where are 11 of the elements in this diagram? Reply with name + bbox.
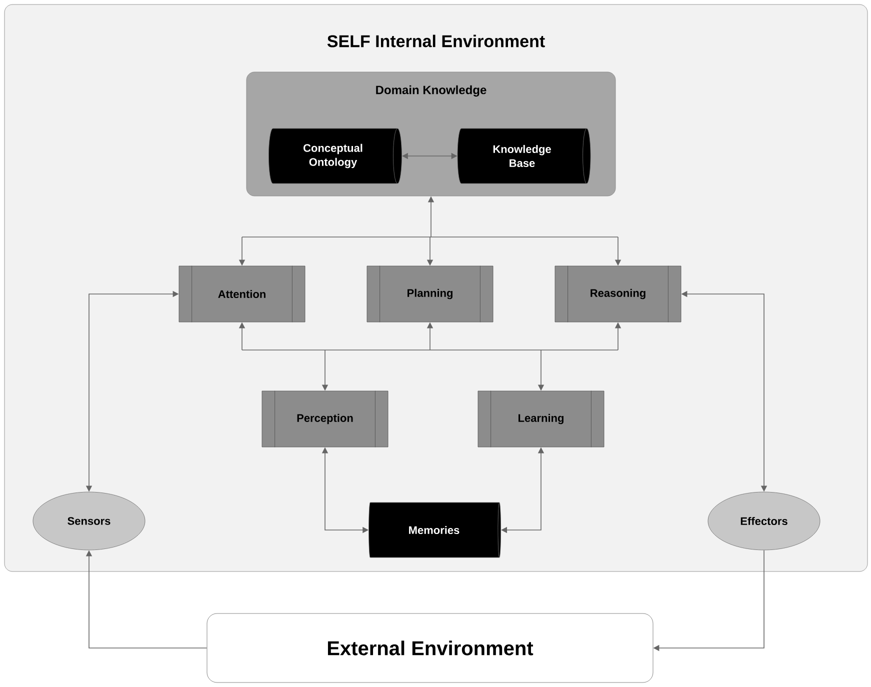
storage-cylinder: Memories	[368, 502, 501, 558]
storage-cylinder: Knowledge Base	[457, 128, 591, 184]
process-box: Attention	[178, 266, 306, 322]
process-box: Reasoning	[554, 266, 682, 322]
process-box: Perception	[262, 390, 388, 448]
storage-cylinder: Conceptual Ontology	[268, 128, 402, 184]
process-box: Planning	[366, 266, 494, 322]
ellipse-node: Effectors	[708, 492, 820, 550]
environment-box: External Environment	[206, 613, 654, 683]
ellipse-node: Sensors	[32, 492, 146, 550]
process-box: Learning	[478, 390, 604, 448]
